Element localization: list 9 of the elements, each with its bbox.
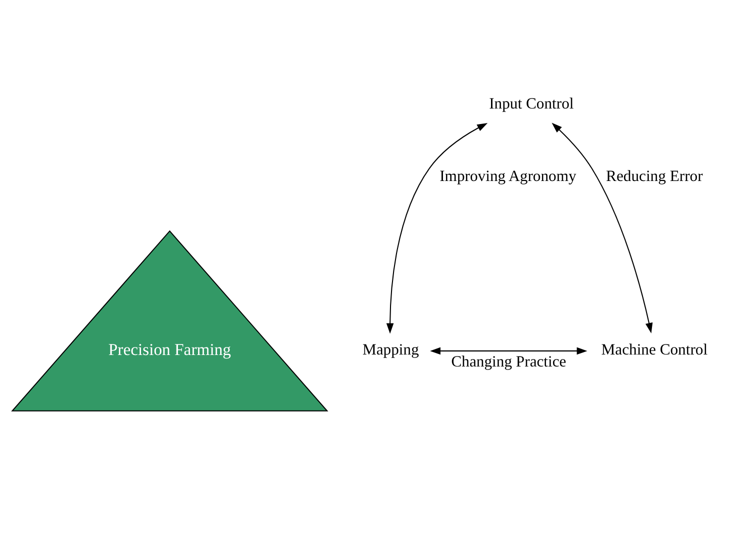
arrow [386,122,488,334]
node-text: Mapping [362,341,419,358]
arrow [552,122,653,333]
node-text: Machine Control [601,341,708,358]
arrow [430,346,588,354]
edge-label: Changing Practice [451,353,566,370]
node-text: Input Control [489,95,574,112]
edge-label: Reducing Error [606,168,703,185]
edge-label: Improving Agronomy [440,168,576,185]
